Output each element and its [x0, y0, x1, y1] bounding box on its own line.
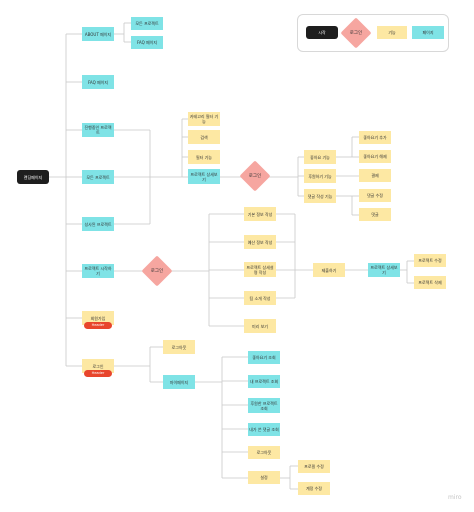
submit-node: 제출하기: [313, 263, 345, 277]
legend-feature: 기능: [377, 26, 407, 39]
all-projects-page-node: 모든 프로젝트: [82, 170, 114, 184]
start-login-diamond: 로그인: [141, 255, 173, 287]
support-action-node: 후원하기 기능: [304, 169, 336, 183]
like-add-node: 좋아요기 추가: [359, 131, 391, 144]
settings-node: 설정: [248, 471, 280, 484]
login-node: 로그인: [82, 359, 114, 373]
miro-watermark: miro: [448, 494, 462, 501]
account-edit-node: 계정 수정: [298, 482, 330, 495]
login-header-tag: Header: [84, 370, 112, 377]
supported-projects-node: 후원한 프로젝트 조회: [248, 398, 280, 413]
submitted-detail-node: 프로젝트 상세보기: [368, 263, 400, 277]
mypage-logout-node: 로그아웃: [248, 446, 280, 459]
recruiting-page-node: 진행중인 프로젝트: [82, 123, 114, 137]
about-page-node: ABOUT 페이지: [82, 27, 114, 41]
start-project-page-node: 프로젝트 시작하기: [82, 264, 114, 278]
start-landing-node: 랜딩페이지: [17, 170, 49, 184]
about-faq-node: FAQ 페이지: [131, 36, 163, 49]
preview-node: 미리 보기: [244, 319, 276, 333]
search-node: 검색: [188, 130, 220, 144]
sort-filter-node: 필터 기능: [188, 150, 220, 164]
detail-login-diamond: 로그인: [239, 160, 271, 192]
signup-node: 회원가입: [82, 311, 114, 325]
comment-reply-node: 댓글: [359, 208, 391, 221]
legend-page: 페이지: [412, 26, 444, 39]
logout-node: 로그아웃: [163, 340, 195, 354]
my-comments-node: 내가 쓴 댓글 조회: [248, 423, 280, 436]
team-intro-node: 팀 소개 작성: [244, 291, 276, 305]
budget-info-node: 예산 정보 작성: [244, 235, 276, 249]
signup-header-tag: Header: [84, 322, 112, 329]
category-filter-node: 카테고리 필터 기능: [188, 112, 220, 126]
comment-edit-node: 댓글 수정: [359, 189, 391, 202]
basic-info-node: 기본 정보 작성: [244, 207, 276, 221]
profile-edit-node: 프로필 수정: [298, 460, 330, 473]
mypage-node: 마이페이지: [163, 375, 195, 389]
reviews-page-node: 성사된 프로젝트: [82, 217, 114, 231]
liked-list-node: 좋아요기 조회: [248, 351, 280, 364]
project-delete-node: 프로젝트 삭제: [414, 276, 446, 289]
detail-info-node: 프로젝트 상세설명 작성: [244, 262, 276, 277]
my-projects-node: 내 프로젝트 조회: [248, 375, 280, 388]
faq-page-node: FAQ 페이지: [82, 75, 114, 89]
pay-node: 결제: [359, 169, 391, 182]
like-remove-node: 좋아요기 해제: [359, 150, 391, 163]
legend-login: 로그인: [340, 17, 372, 49]
about-all-projects-node: 모든 프로젝트: [131, 17, 163, 30]
like-action-node: 좋아요 기능: [304, 150, 336, 164]
legend-start: 시작: [306, 26, 338, 39]
project-edit-node: 프로젝트 수정: [414, 254, 446, 267]
project-detail-node: 프로젝트 상세보기: [188, 169, 220, 184]
comment-action-node: 댓글 작성 기능: [304, 189, 336, 203]
